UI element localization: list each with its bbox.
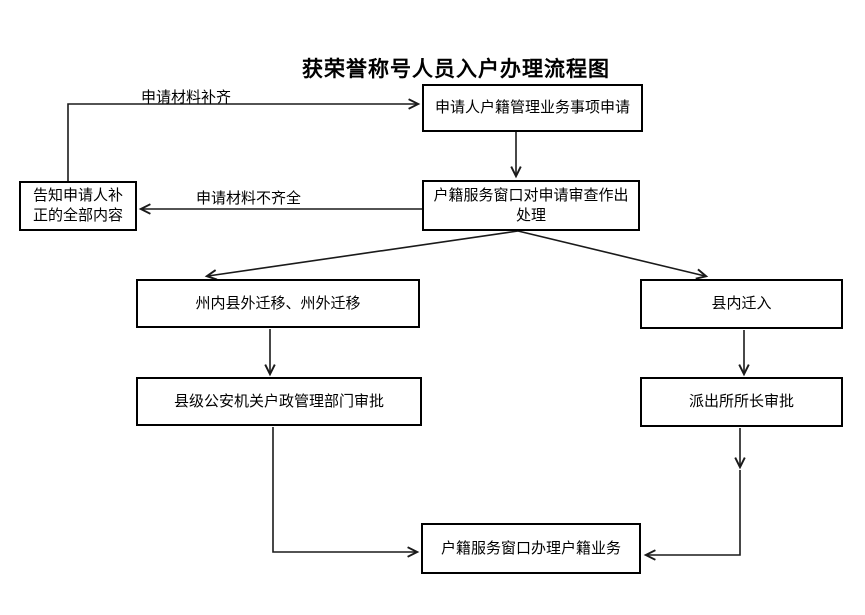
node-station-approval-label: 派出所所长审批: [688, 393, 794, 410]
edge-notify-to-apply: [67, 98, 421, 181]
node-county-approval: 县级公安机关户政管理部门审批: [136, 377, 422, 426]
node-application-label: 申请人户籍管理业务事项申请: [434, 99, 630, 116]
node-window-review-line2: 处理: [515, 206, 546, 224]
node-notify-applicant: 告知申请人补 正的全部内容: [19, 181, 137, 231]
node-transfer-out: 州内县外迁移、州外迁移: [136, 279, 420, 328]
node-station-approval: 派出所所长审批: [640, 377, 843, 427]
page-title: 获荣誉称号人员入户办理流程图: [302, 58, 610, 81]
node-transfer-in: 县内迁入: [640, 279, 843, 329]
node-window-review-line1: 户籍服务窗口对申请审查作出: [433, 186, 629, 204]
edge-county-approve-to-final: [272, 427, 420, 558]
edge-label-materials-complete: 申请材料补齐: [141, 89, 232, 106]
node-county-approval-label: 县级公安机关户政管理部门审批: [173, 392, 384, 410]
node-notify-applicant-line1: 告知申请人补: [32, 187, 123, 204]
node-application: 申请人户籍管理业务事项申请: [422, 84, 643, 132]
node-final-processing: 户籍服务窗口办理户籍业务: [421, 523, 641, 574]
node-window-review: 户籍服务窗口对申请审查作出 处理: [422, 180, 640, 231]
node-final-processing-label: 户籍服务窗口办理户籍业务: [440, 539, 621, 557]
node-notify-applicant-line2: 正的全部内容: [32, 207, 123, 224]
edge-label-materials-incomplete: 申请材料不齐全: [196, 190, 302, 207]
edge-review-to-transfer-in: [517, 230, 709, 280]
edge-review-to-transfer-out: [204, 230, 519, 281]
node-transfer-out-label: 州内县外迁移、州外迁移: [195, 294, 361, 312]
edge-station-approve-to-final: [643, 470, 741, 561]
node-transfer-in-label: 县内迁入: [711, 295, 772, 312]
